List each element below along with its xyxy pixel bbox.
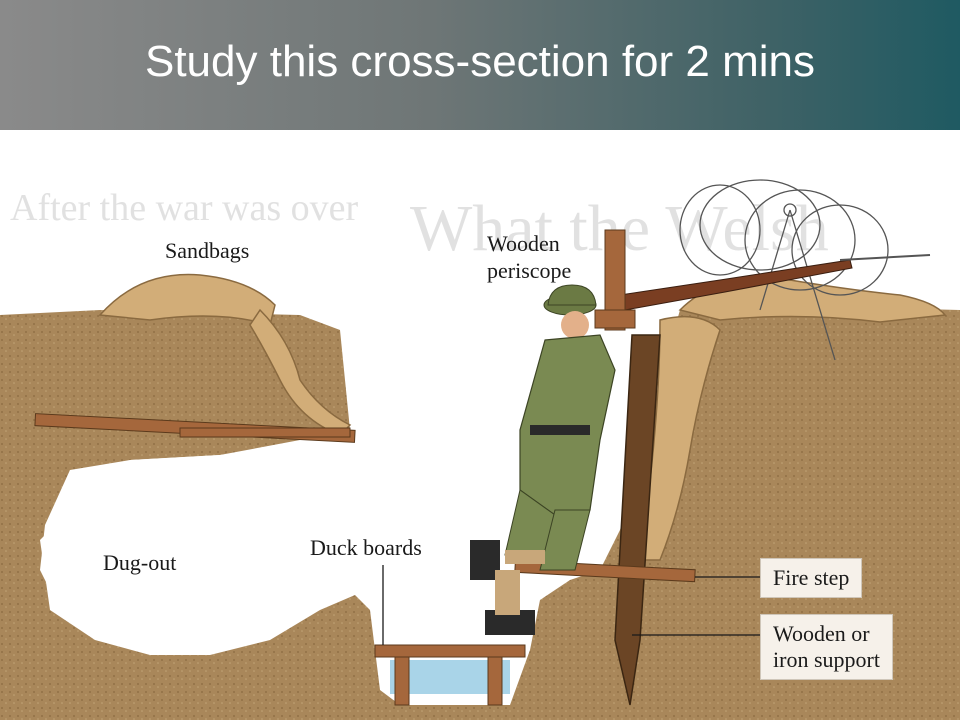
duck-boards <box>374 644 526 706</box>
wooden-periscope <box>594 229 636 331</box>
label-support-line2: iron support <box>773 647 880 672</box>
trench-illustration: After the war was over What the Welsh <box>0 179 960 720</box>
wooden-support-post <box>614 334 661 706</box>
label-wooden-periscope: Wooden periscope <box>487 230 571 284</box>
leader-lines <box>382 565 760 645</box>
label-sandbags: Sandbags <box>165 238 250 263</box>
barbed-wire <box>679 179 889 361</box>
background-watermark-text: After the war was over What the Welsh <box>10 187 829 265</box>
earth-ground <box>0 305 960 720</box>
label-support-line1: Wooden or <box>773 621 870 646</box>
sandbags-left <box>98 273 352 436</box>
label-wooden-or-iron-support: Wooden or iron support <box>760 614 893 680</box>
title-bar: Study this cross-section for 2 mins <box>0 0 960 130</box>
trench-diagram: After the war was over What the Welsh <box>0 130 960 720</box>
soldier <box>470 284 616 635</box>
label-fire-step: Fire step <box>760 558 863 598</box>
dugout-cavity <box>40 442 360 635</box>
watermark-line-1: After the war was over <box>10 187 359 229</box>
slide-title: Study this cross-section for 2 mins <box>144 37 815 86</box>
label-periscope-line1: Wooden <box>487 231 560 256</box>
label-duck-boards: Duck boards <box>310 535 422 560</box>
dugout-roof-planks <box>34 413 356 443</box>
sandbags-right <box>639 277 947 561</box>
label-dugout: Dug-out <box>103 550 177 575</box>
label-periscope-line2: periscope <box>487 258 572 283</box>
